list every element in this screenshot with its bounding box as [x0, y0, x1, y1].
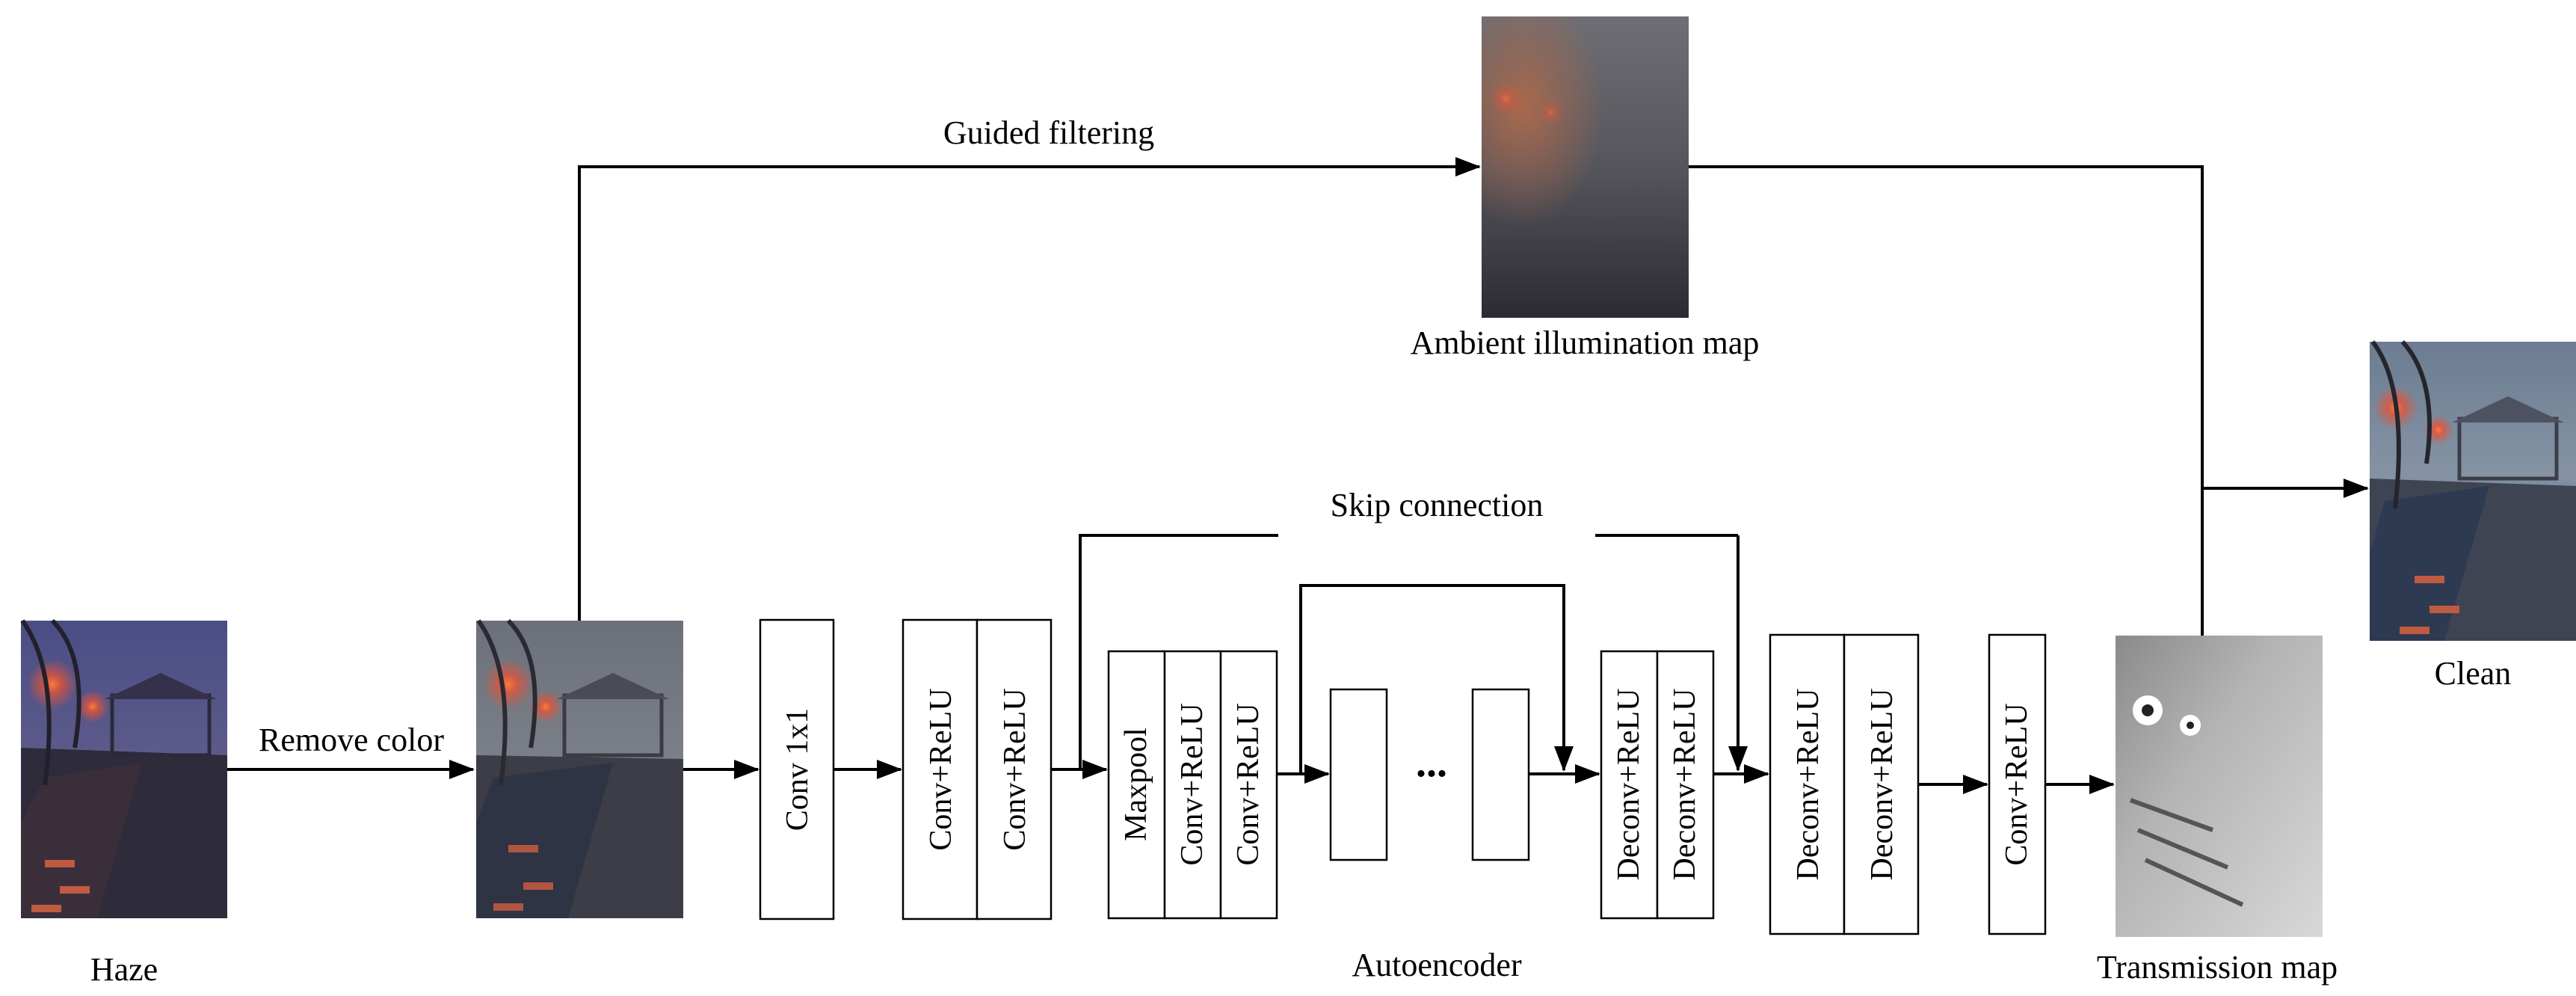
clean-image [2370, 339, 2576, 641]
block-conv-relu-d: Conv+ReLU [1219, 650, 1278, 920]
block-conv-relu-b: Conv+ReLU [976, 618, 1053, 920]
transmission-map-image [2116, 636, 2323, 937]
label-autoencoder: Autoencoder [1352, 947, 1522, 983]
svg-text:Deconv+ReLU: Deconv+ReLU [1791, 689, 1825, 881]
guided-filtering-path [578, 157, 1481, 621]
gray-input-image [476, 618, 683, 918]
edge-label-remove-color: Remove color [259, 722, 444, 758]
svg-text:Maxpool: Maxpool [1119, 728, 1153, 841]
block-conv1x1: Conv 1x1 [759, 618, 835, 920]
block-deconv-c: Deconv+ReLU [1769, 633, 1846, 935]
label-ambient-illumination-map: Ambient illumination map [1411, 325, 1760, 361]
edge-label-guided-filtering: Guided filtering [943, 114, 1154, 151]
block-maxpool: Maxpool [1107, 650, 1166, 920]
svg-text:Conv+ReLU: Conv+ReLU [924, 688, 958, 850]
ambient-to-output-path [1689, 165, 2204, 636]
block-latent-b [1471, 688, 1530, 861]
block-latent-a [1329, 688, 1388, 861]
svg-text:Deconv+ReLU: Deconv+ReLU [1612, 689, 1646, 881]
edge-label-skip-connection: Skip connection [1331, 487, 1544, 523]
svg-text:Deconv+ReLU: Deconv+ReLU [1668, 689, 1702, 881]
label-clean: Clean [2435, 655, 2512, 692]
label-transmission-map: Transmission map [2097, 949, 2338, 986]
svg-text:Conv+ReLU: Conv+ReLU [1231, 703, 1266, 865]
inner-skip-connection [1299, 584, 1574, 774]
block-conv-relu-c: Conv+ReLU [1163, 650, 1222, 920]
ellipsis: ... [1416, 740, 1447, 786]
block-deconv-b: Deconv+ReLU [1656, 650, 1715, 920]
svg-text:Deconv+ReLU: Deconv+ReLU [1865, 689, 1899, 881]
label-haze: Haze [90, 951, 158, 988]
block-conv-relu-e: Conv+ReLU [1988, 633, 2047, 935]
ambient-illumination-image [1482, 16, 1689, 318]
svg-text:Conv+ReLU: Conv+ReLU [2000, 703, 2034, 865]
svg-text:Conv+ReLU: Conv+ReLU [1175, 703, 1210, 865]
block-conv-relu-a: Conv+ReLU [902, 618, 979, 920]
block-deconv-a: Deconv+ReLU [1600, 650, 1659, 920]
svg-text:Conv+ReLU: Conv+ReLU [998, 688, 1032, 850]
svg-text:Conv 1x1: Conv 1x1 [780, 708, 815, 831]
block-deconv-d: Deconv+ReLU [1843, 633, 1920, 935]
haze-image [20, 618, 227, 918]
